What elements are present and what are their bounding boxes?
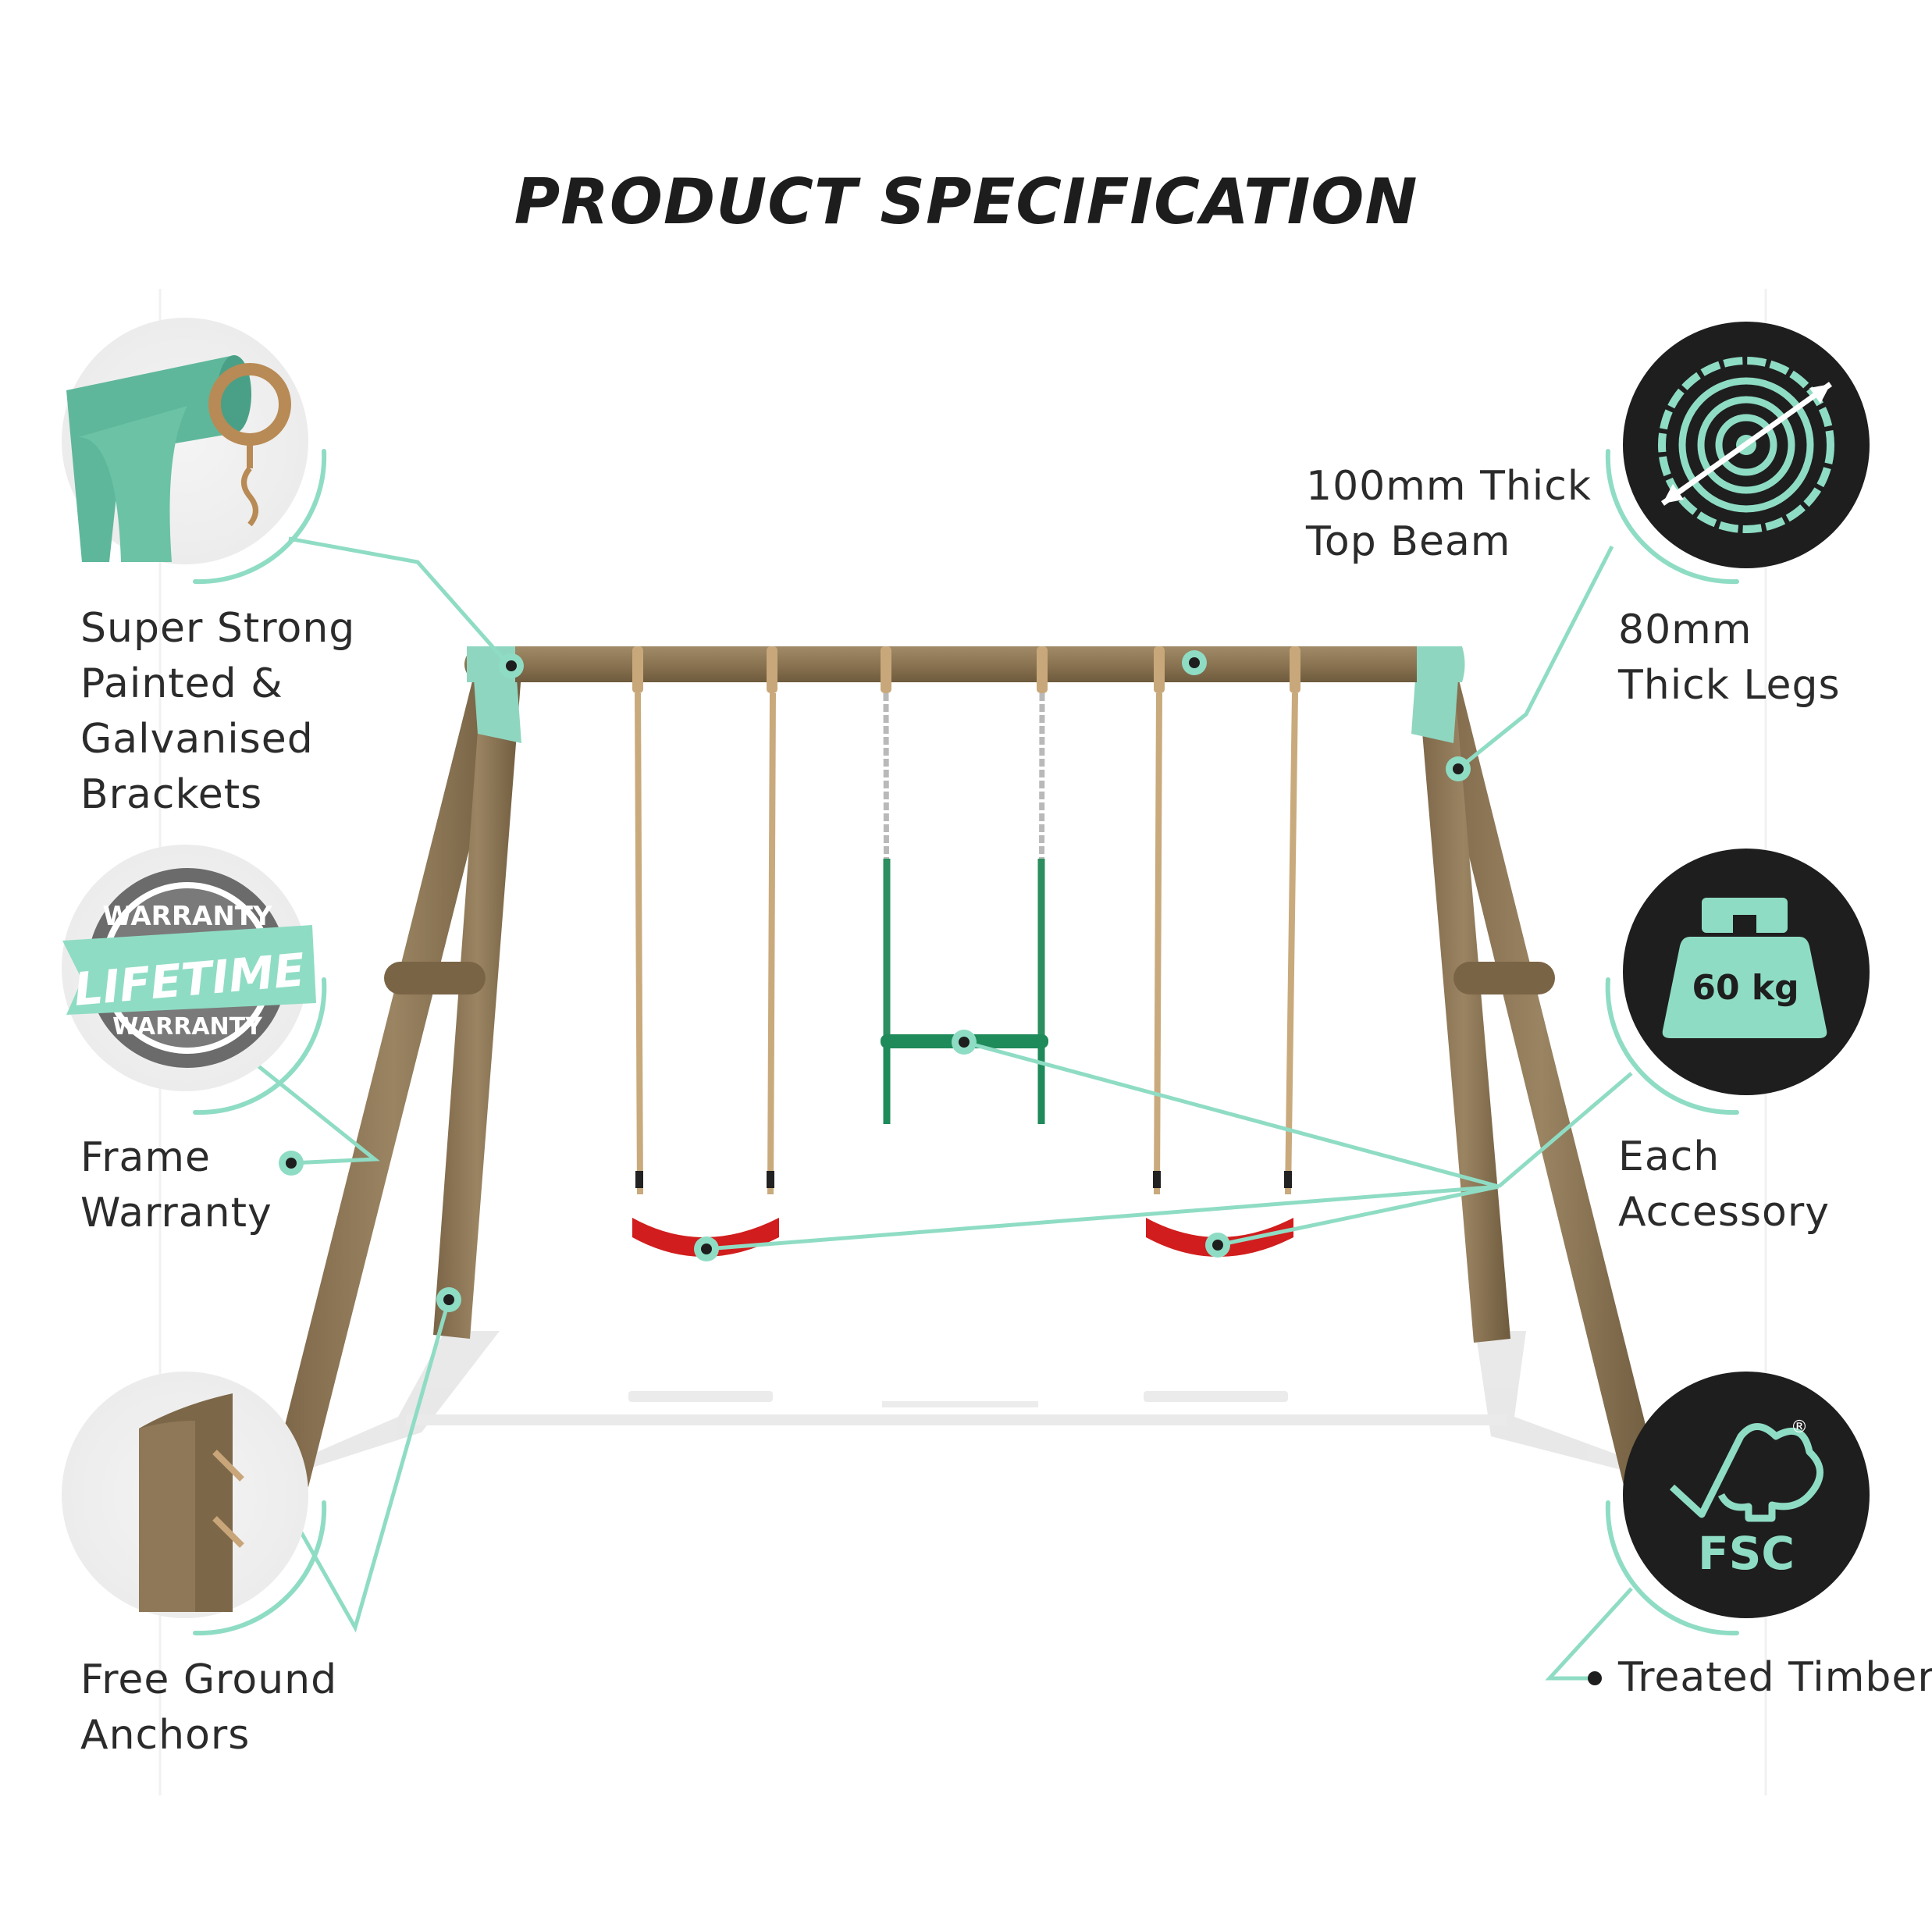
label-line: Treated Timber — [1618, 1654, 1932, 1701]
fsc-badge-text: FSC — [1698, 1527, 1795, 1580]
seal-top-text: WARRANTY — [102, 901, 272, 932]
label-line: Thick Legs — [1618, 662, 1841, 709]
ground-shadow — [308, 1331, 1631, 1471]
right-swing — [1146, 692, 1298, 1257]
label-line: Super Strong — [80, 605, 356, 652]
bracket-icon — [62, 318, 308, 564]
left-swing — [632, 692, 779, 1257]
weight-icon: 60 kg — [1623, 849, 1870, 1095]
label-timber: Treated Timber — [1618, 1650, 1932, 1706]
label-line: Each — [1618, 1133, 1720, 1180]
label-anchors: Free Ground Anchors — [80, 1653, 337, 1763]
label-line: Brackets — [80, 771, 263, 818]
label-line: Anchors — [80, 1712, 251, 1759]
label-warranty: Frame Warranty — [80, 1130, 272, 1241]
seal-bottom-text: WARRANTY — [112, 1013, 263, 1041]
fsc-tree-icon: FSC ® — [1623, 1372, 1870, 1618]
label-line: Free Ground — [80, 1656, 338, 1703]
label-legs: 80mm Thick Legs — [1618, 603, 1841, 713]
label-line: Galvanised — [80, 716, 314, 763]
label-brackets: Super Strong Painted & Galvanised Bracke… — [80, 601, 355, 823]
label-top-beam: 100mm Thick Top Beam — [1306, 459, 1592, 570]
label-line: Warranty — [80, 1190, 272, 1236]
top-beam — [464, 646, 1465, 734]
lifetime-warranty-seal: WARRANTY LIFETIME WARRANTY — [62, 845, 316, 1091]
label-line: 80mm — [1618, 607, 1752, 653]
label-line: Top Beam — [1306, 518, 1511, 565]
weight-value: 60 kg — [1692, 968, 1799, 1008]
label-accessory: Each Accessory — [1618, 1130, 1830, 1240]
icon-arcs — [193, 449, 1739, 1636]
left-frame — [272, 657, 521, 1487]
callout-dots — [279, 650, 1602, 1685]
right-frame — [1411, 657, 1661, 1495]
ground-anchor-icon — [62, 1372, 308, 1618]
swing-hangers — [632, 646, 1300, 693]
log-rings-icon — [1623, 322, 1870, 568]
page-title: PRODUCT SPECIFICATION — [514, 165, 1418, 238]
callout-lines — [256, 536, 1633, 1681]
label-line: Painted & — [80, 660, 283, 707]
trapeze — [881, 692, 1048, 1124]
label-line: 100mm Thick — [1306, 463, 1592, 510]
label-line: Accessory — [1618, 1189, 1830, 1236]
label-line: Frame — [80, 1134, 212, 1181]
fsc-registered-mark: ® — [1791, 1418, 1808, 1437]
